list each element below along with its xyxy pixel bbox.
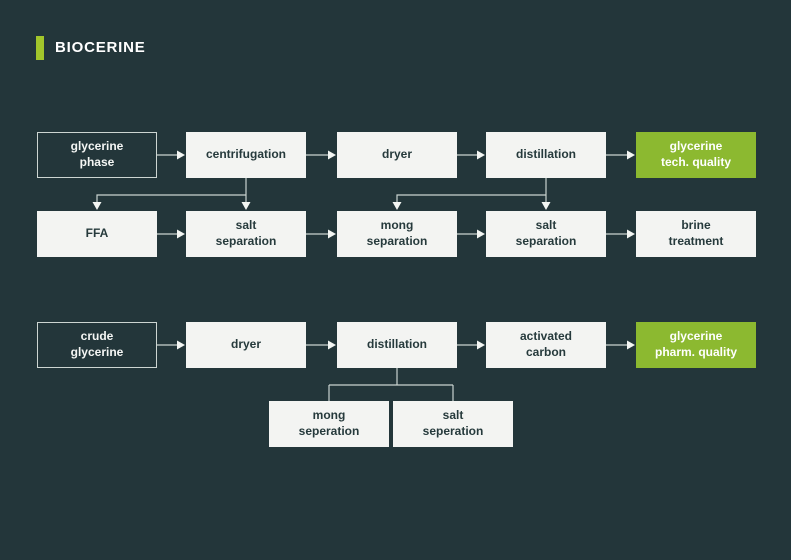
page-title-text: BIOCERINE xyxy=(55,39,146,56)
edge-activated-carbon-to-glycerine-pharm-quality xyxy=(606,340,635,350)
edge-centrifugation-to-dryer xyxy=(306,150,336,160)
edge-distillation-to-activated-carbon xyxy=(457,340,485,350)
node-mong-seperation: mong seperation xyxy=(269,401,389,447)
edge-dryer-to-distillation xyxy=(457,150,485,160)
node-distillation-2: distillation xyxy=(337,322,457,368)
node-salt-separation-1: salt separation xyxy=(186,211,306,257)
edge-mong-separation-to-salt-separation xyxy=(457,229,485,239)
node-glycerine-phase: glycerine phase xyxy=(37,132,157,178)
edge-dryer-to-distillation-2 xyxy=(306,340,336,350)
edge-crude-glycerine-to-dryer xyxy=(157,340,185,350)
edge-salt-separation-to-mong-separation xyxy=(306,229,336,239)
edge-centrifugation-to-ffa xyxy=(92,194,246,210)
node-dryer-2: dryer xyxy=(186,322,306,368)
edge-glycerine-phase-to-centrifugation xyxy=(157,150,185,160)
node-activated-carbon: activated carbon xyxy=(486,322,606,368)
edge-centrifugation-to-salt-separation xyxy=(241,178,251,210)
node-crude-glycerine: crude glycerine xyxy=(37,322,157,368)
node-mong-separation: mong separation xyxy=(337,211,457,257)
edge-distillation-to-mong-separation-down xyxy=(392,194,546,210)
node-glycerine-tech-quality: glycerine tech. quality xyxy=(636,132,756,178)
edge-distillation-to-bottom-seperations xyxy=(328,368,454,401)
node-salt-separation-2: salt separation xyxy=(486,211,606,257)
node-ffa: FFA xyxy=(37,211,157,257)
title-accent-bar xyxy=(36,36,44,60)
node-distillation-1: distillation xyxy=(486,132,606,178)
edge-salt-separation-to-brine-treatment xyxy=(606,229,635,239)
node-salt-seperation: salt seperation xyxy=(393,401,513,447)
node-glycerine-pharm-quality: glycerine pharm. quality xyxy=(636,322,756,368)
node-brine-treatment: brine treatment xyxy=(636,211,756,257)
edge-ffa-to-salt-separation xyxy=(157,229,185,239)
edge-distillation-to-glycerine-tech-quality xyxy=(606,150,635,160)
edge-distillation-to-salt-separation-down xyxy=(541,178,551,210)
node-dryer-1: dryer xyxy=(337,132,457,178)
node-centrifugation: centrifugation xyxy=(186,132,306,178)
page-title: BIOCERINE xyxy=(36,36,146,60)
